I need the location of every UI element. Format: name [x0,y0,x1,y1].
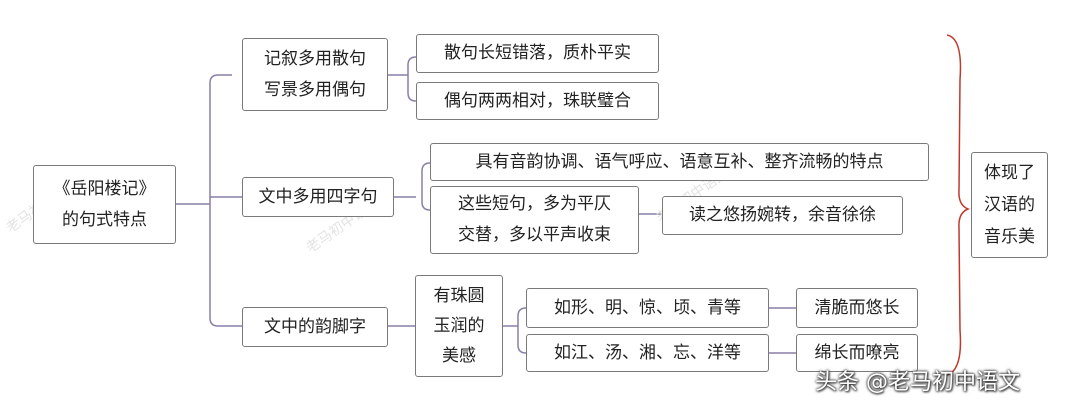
branch1-child-1: 散句长短错落，质朴平实 [416,34,659,73]
branch3-row1-effect: 清脆而悠长 [796,288,918,328]
branch2-child2-line-2: 交替，多以平声收束 [458,225,611,245]
footer-credit: 头条 @老马初中语文 [815,370,1020,395]
root-node: 《岳阳楼记》 的句式特点 [33,165,176,244]
branch2-child2-line-1: 这些短句，多为平仄 [458,194,611,214]
branch1-line-2: 写景多用偶句 [264,79,366,100]
branch2-result: 读之悠扬婉转，余音徐徐 [662,196,903,235]
branch3-mid-line-2: 玉润的 [433,316,485,336]
summary-line-3: 音乐美 [984,227,1035,247]
summary-brace [946,34,971,376]
branch3-mid-line-1: 有珠圆 [433,286,485,306]
summary-node: 体现了 汉语的 音乐美 [971,152,1048,258]
branch3-row1-chars: 如形、明、惊、顷、青等 [526,288,769,328]
branch1-child-2: 偶句两两相对，珠联璧合 [416,82,659,120]
branch1-line-1: 记叙多用散句 [264,48,366,69]
root-line-1: 《岳阳楼记》 [53,178,156,199]
root-line-2: 的句式特点 [62,209,147,230]
branch1-node: 记叙多用散句 写景多用偶句 [242,38,388,111]
branch2-node: 文中多用四字句 [242,177,394,217]
branch3-mid-node: 有珠圆 玉润的 美感 [415,275,503,377]
branch3-mid-line-3: 美感 [442,346,476,366]
branch3-row2-effect: 绵长而嘹亮 [796,334,918,372]
branch2-child-2: 这些短句，多为平仄 交替，多以平声收束 [430,186,639,254]
summary-line-1: 体现了 [984,163,1035,183]
summary-line-2: 汉语的 [984,195,1035,215]
branch2-child-1: 具有音韵协调、语气呼应、语意互补、整齐流畅的特点 [430,143,929,181]
branch3-node: 文中的韵脚字 [242,307,388,347]
branch3-row2-chars: 如江、汤、湘、忘、洋等 [526,334,769,372]
